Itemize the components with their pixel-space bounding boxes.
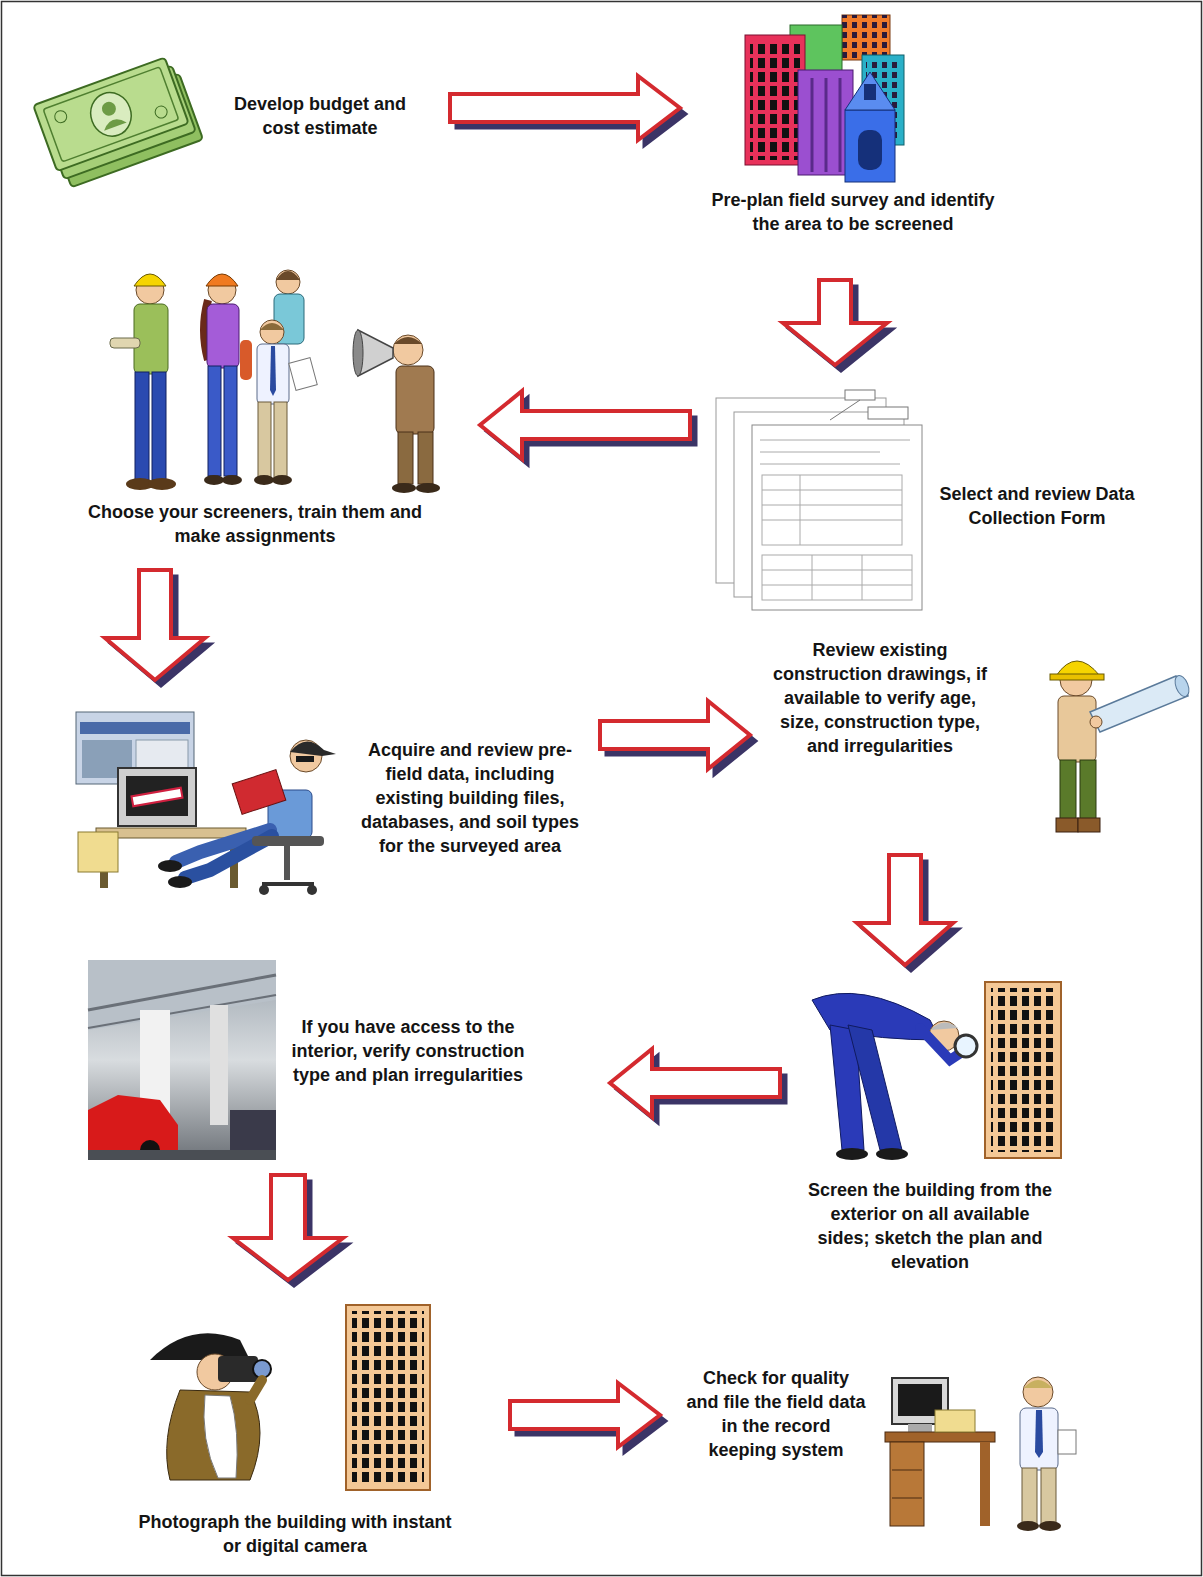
block-arrow [783,280,893,371]
step-text: Select and review Data Collection Form [932,482,1142,530]
arrow-body [480,391,690,459]
step-text: Photograph the building with instant or … [130,1510,460,1558]
block-arrow [450,76,686,146]
photographer-icon [150,1305,430,1490]
step-node: Choose your screeners, train them and ma… [70,255,470,560]
arrow-body [450,76,680,140]
step-node: Develop budget and cost estimate [30,30,440,195]
people-icon [110,270,440,493]
arrow-body [783,280,887,365]
step-node: Select and review Data Collection Form [700,375,1160,615]
forms-icon [716,390,922,610]
block-arrow [480,391,696,465]
office-worker-icon [76,712,336,895]
step-text: Pre-plan field survey and identify the a… [708,188,998,236]
block-arrow [105,570,211,686]
buildings-icon [745,15,904,182]
interior-photo [88,960,276,1160]
step-text: If you have access to the interior, veri… [288,1015,528,1087]
step-text: Check for quality and file the field dat… [686,1366,866,1462]
step-text: Review existing construction drawings, i… [770,638,990,758]
arrow-body [510,1383,660,1447]
step-node: Review existing construction drawings, i… [760,630,1195,845]
arrow-body [105,570,205,680]
block-arrow [233,1175,349,1286]
step-text: Choose your screeners, train them and ma… [80,500,430,548]
arrow-body [857,855,953,965]
block-arrow [600,701,756,775]
step-text: Screen the building from the exterior on… [805,1178,1055,1274]
step-node: Check for quality and file the field dat… [670,1360,1085,1535]
block-arrow [510,1383,666,1453]
arrow-body [600,701,750,769]
records-clerk-icon [885,1377,1076,1531]
inspector-icon [812,982,1061,1160]
blueprint-worker-icon [1050,661,1192,832]
arrow-body [233,1175,343,1280]
step-node: Pre-plan field survey and identify the a… [690,10,1010,270]
step-node: Acquire and review pre-field data, inclu… [70,690,590,910]
step-node: Screen the building from the exterior on… [790,975,1075,1310]
step-node: Photograph the building with instant or … [120,1290,500,1570]
block-arrow [857,855,959,971]
money-icon [33,55,203,190]
step-node: If you have access to the interior, veri… [85,955,600,1165]
step-text: Acquire and review pre-field data, inclu… [355,738,585,858]
step-text: Develop budget and cost estimate [215,92,425,140]
arrow-body [610,1049,780,1117]
block-arrow [610,1049,786,1123]
